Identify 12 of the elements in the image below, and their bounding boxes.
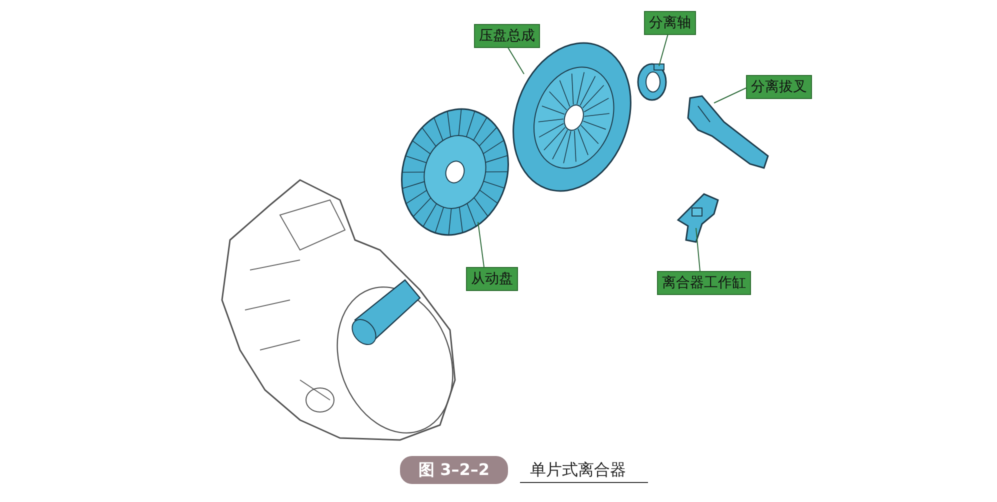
- part-label: 压盘总成: [474, 24, 540, 48]
- leader-line: [506, 46, 524, 74]
- leader-line: [714, 88, 746, 104]
- figure-number-badge: 图 3–2–2: [400, 456, 508, 484]
- part-label: 分离轴: [644, 11, 696, 35]
- part-label: 分离拔叉: [746, 75, 812, 99]
- leader-line: [478, 222, 484, 268]
- part-label: 从动盘: [466, 267, 518, 291]
- part-label: 离合器工作缸: [657, 271, 751, 295]
- figure-caption: 单片式离合器: [520, 458, 648, 483]
- leader-line: [696, 228, 700, 272]
- leader-line: [658, 34, 668, 66]
